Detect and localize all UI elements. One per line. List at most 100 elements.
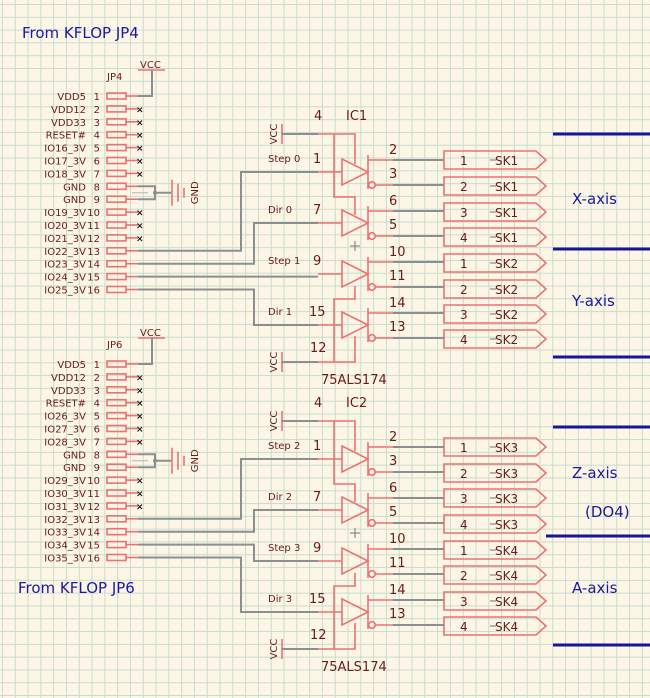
pin-body [106,527,127,536]
pin-number: 6 [94,157,100,168]
connector-name: SK2 [495,283,518,297]
junction-mark [350,528,360,538]
connector-pin: 3 SK3 [443,488,548,508]
pin-number: 15 [87,273,100,284]
pin-number: 3 [94,386,100,397]
pin-name: GND [63,450,86,461]
connector-pin: 4 SK2 [443,329,548,349]
axis-label: X-axis [572,190,617,208]
vcc-top-label: VCC [269,124,280,145]
inversion-bubble [367,620,377,630]
signal-label: Dir 2 [268,492,292,503]
connector-name: SK1 [495,154,518,168]
no-connect-marker: × [136,425,144,435]
no-connect-marker: × [136,118,144,128]
input-pin-number: 7 [313,203,321,218]
input-wire [138,171,318,252]
output-pin-number: 13 [389,320,406,335]
pin-body [106,489,127,497]
connector-outline [443,591,548,611]
pin-name: IO32_3V [44,515,86,526]
pin-body [106,424,127,433]
connector-name: SK1 [495,206,518,220]
pin-body [106,195,127,203]
connector-pin-number: 4 [460,333,468,347]
pin-number: 14 [87,528,100,539]
connector-pin: 1 SK1 [443,150,548,170]
connector-name: SK3 [495,492,518,506]
pin-number: 2 [94,373,100,384]
buffer-triangle [341,546,370,576]
ic-part-number: 75ALS174 [321,373,387,388]
connector-pin-number: 3 [460,492,468,506]
ic-ref: IC1 [346,109,367,124]
output-pin-number: 5 [389,218,397,233]
pin-body [106,285,127,294]
connector-outline [443,253,548,273]
pin-number: 4 [94,131,100,142]
no-connect-marker: × [136,399,144,409]
pin-number: 13 [87,515,100,526]
pin-number: 8 [94,182,100,193]
pin-number: 4 [94,399,100,410]
no-connect-marker: × [136,157,144,167]
input-pin-number: 1 [313,152,321,167]
connector-name: SK3 [495,518,518,532]
connector-pin-number: 1 [460,154,468,168]
no-connect-marker: × [136,209,144,219]
connector-name: SK1 [495,180,518,194]
title-top: From KFLOP JP4 [22,24,139,42]
vcc-bottom-label: VCC [269,352,280,373]
vcc-bottom-label: VCC [269,639,280,660]
output-pin-number: 6 [389,194,397,209]
pin-number: 12 [87,234,100,245]
gnd-label: GND [190,449,201,472]
header-ref: JP4 [106,72,122,83]
connector-outline [443,514,548,534]
pin-name: VDD5 [57,92,86,103]
vcc-top-label: VCC [269,411,280,432]
connector-name: SK4 [495,595,518,609]
pin-body [106,259,127,268]
pin-name: GND [63,463,86,474]
pin-name: GND [63,182,86,193]
pin-number: 8 [94,450,100,461]
pin-body [106,437,127,446]
connector-name: SK2 [495,333,518,347]
output-pin-number: 11 [389,556,406,571]
no-connect-marker: × [136,131,144,141]
input-wire [138,288,318,326]
no-connect-marker: × [136,170,144,180]
input-wire [138,458,318,520]
pin-number: 9 [94,463,100,474]
ic-ref: IC2 [346,396,367,411]
pin-body [106,182,127,191]
pin-number: 3 [94,118,100,129]
connector-name: SK2 [495,308,518,322]
pin-number: 1 [94,360,100,371]
pin-name: IO22_3V [44,247,86,258]
output-pin-number: 10 [389,245,406,260]
pin-name: VDD12 [51,105,86,116]
connector-name: SK1 [495,231,518,245]
signal-label: Step 0 [268,154,300,165]
output-pin-number: 6 [389,481,397,496]
input-pin-number: 15 [309,592,326,607]
buffer-triangle [341,157,370,187]
output-pin-number: 2 [389,430,397,445]
vcc-label: VCC [140,328,161,339]
pin-number: 5 [94,144,100,155]
pin-name: IO31_3V [44,502,86,513]
vcc-pin-top: 4 [314,109,322,124]
pin-body [106,476,127,484]
pin-number: 11 [87,221,100,232]
